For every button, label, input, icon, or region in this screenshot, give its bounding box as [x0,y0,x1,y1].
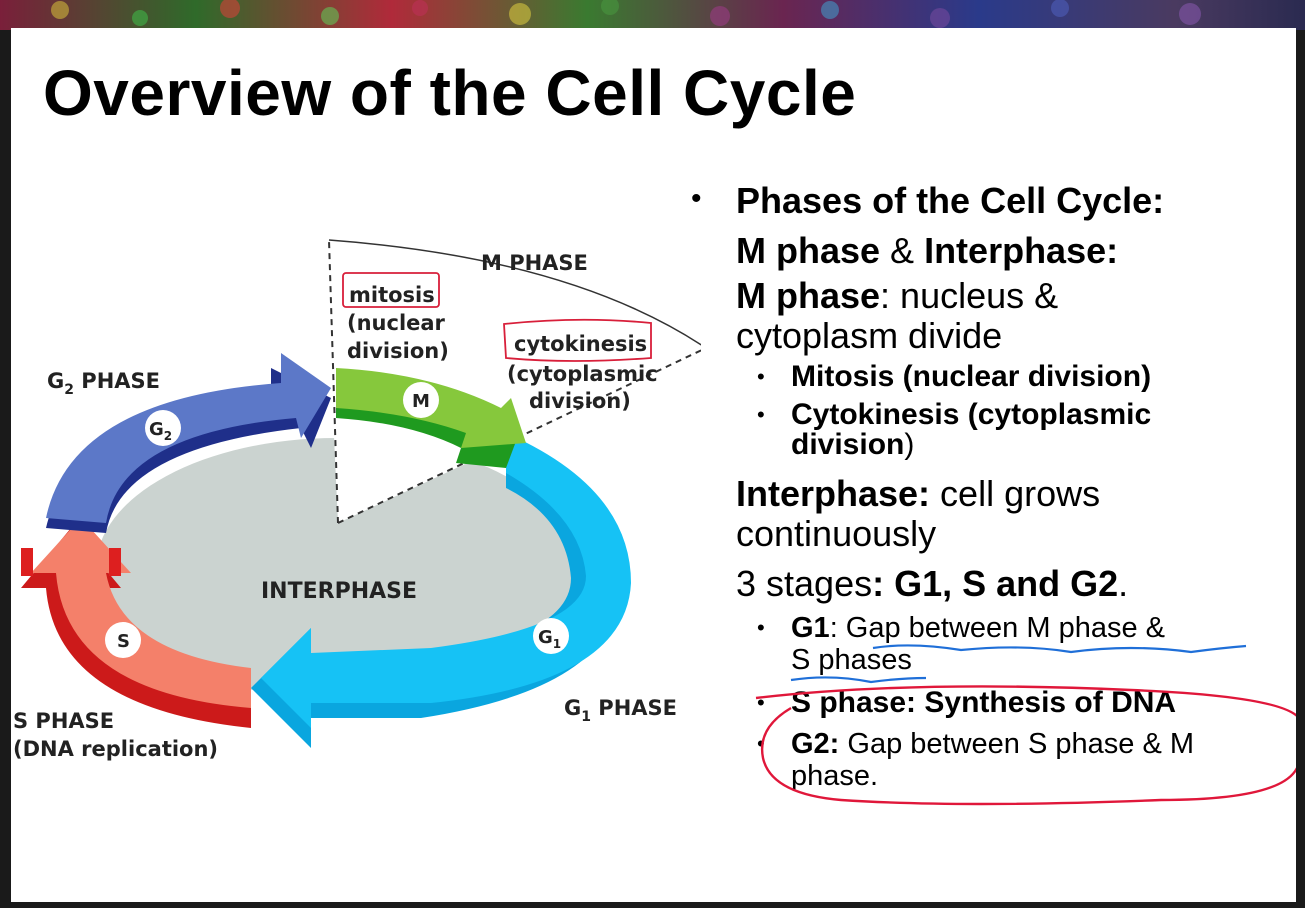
s-badge: S [117,631,130,652]
division-label: division) [347,339,449,363]
g1-item: • G1: Gap between M phase & S phases [757,612,1165,676]
phases-heading: Phases of the Cell Cycle: [736,180,1165,221]
interphase-item: Interphase: cell grows continuously [736,473,1101,554]
bullet-dot: • [757,690,765,715]
cytoplasmic-label: (cytoplasmic [507,362,658,386]
g2-badge: G2 [149,419,172,443]
bullet-dot: • [757,402,765,427]
interphase-label: INTERPHASE [261,579,417,604]
g2-item: • G2: Gap between S phase & M phase. [757,728,1194,792]
mitosis-item: • Mitosis (nuclear division) [757,360,1152,393]
m-badge: M [412,391,430,412]
banner-image [0,0,1305,30]
mitosis-label: mitosis [349,283,435,307]
g2-phase-label: G2 PHASE [47,369,160,398]
m-phase-line: M phase: nucleus & [736,275,1059,316]
bullet-dot: • [757,731,765,756]
bullet-list: • Phases of the Cell Cycle: M phase & In… [691,176,1291,792]
s-phase-label: S PHASE [13,709,114,733]
stages-item: 3 stages: G1, S and G2. [736,563,1129,604]
m-phase-line-2: cytoplasm divide [736,315,1003,356]
s-phase-item: • S phase: Synthesis of DNA [757,686,1177,719]
cytokinesis-label: cytokinesis [514,332,647,356]
bullet-dot: • [757,364,765,389]
bullet-dot: • [691,182,702,215]
nuclear-label: (nuclear [347,311,446,335]
cell-cycle-diagram: M PHASE mitosis (nuclear division) cytok… [13,239,701,761]
dna-replication-label: (DNA replication) [13,737,218,761]
slide: Overview of the Cell Cycle M PHA [11,28,1296,902]
division2-label: division) [529,389,631,413]
g1-badge: G1 [538,627,561,651]
phases-line-2: M phase & Interphase: [736,230,1119,271]
interphase-disk [96,438,576,698]
m-phase-label: M PHASE [481,251,588,275]
cytokinesis-item: • Cytokinesis (cytoplasmic division) [757,398,1152,461]
page-title: Overview of the Cell Cycle [43,57,857,129]
bullet-dot: • [757,615,765,640]
g1-phase-label: G1 PHASE [564,696,677,725]
phases-item: • Phases of the Cell Cycle: M phase & In… [691,176,1291,356]
